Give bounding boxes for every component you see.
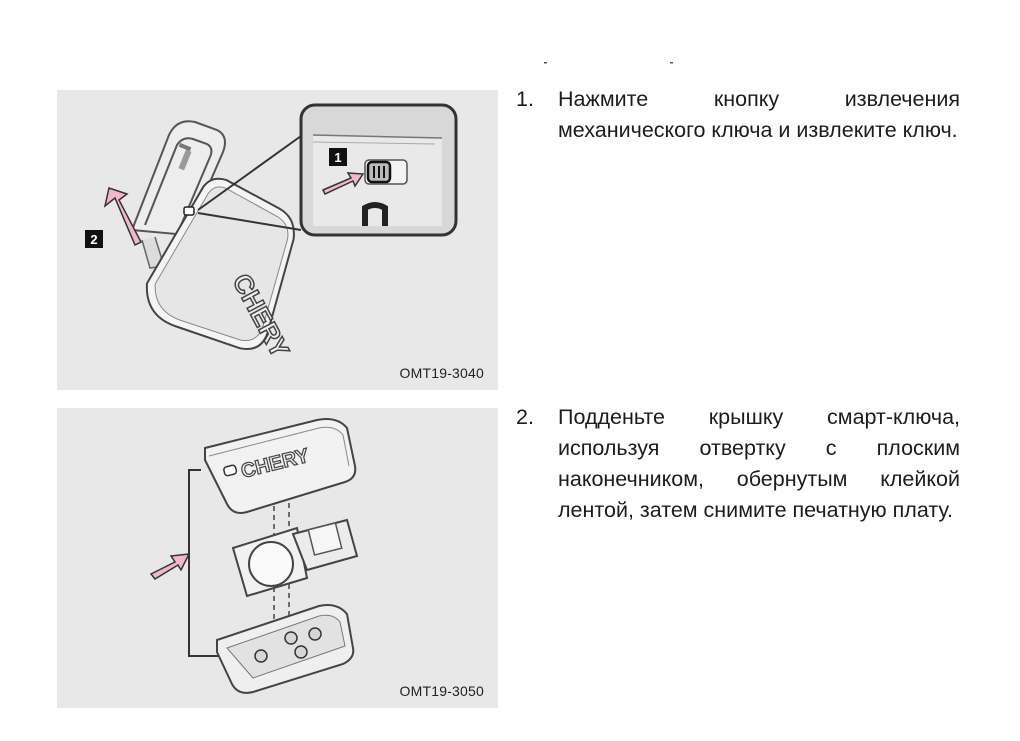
figure-id: OMT19-3050 [399,683,484,699]
disassembly-illustration: CHERY [149,418,359,694]
battery-holder-and-board [231,518,359,598]
callout-2-box [85,230,103,248]
button-detail-inset: 1 [299,103,458,237]
step-text: Нажмите кнопку извлечения механического … [558,87,960,142]
smart-key-base [216,604,355,694]
instruction-step-2: 2. Подденьте крышку смарт-ключа, использ… [516,402,960,526]
figure-remove-circuit-board: CHERY OMT19-3050 [57,408,498,708]
mechanical-key [130,120,226,269]
step-number: 1. [516,87,534,111]
callout-1: 1 [334,150,341,165]
smart-key-cover: CHERY [204,418,357,514]
key-removal-illustration: CHERY 2 1 [85,103,458,363]
page-fragment-marks [544,62,673,64]
arrow-icon [103,187,143,247]
lock-icon [366,160,392,184]
step-text: Подденьте крышку смарт-ключа, используя … [558,405,960,522]
figure-remove-mechanical-key: CHERY 2 1 OMT19-3040 [57,90,498,390]
callout-1-box [329,148,347,166]
arrow-icon [149,553,191,580]
instruction-step-1: 1. Нажмите кнопку извлечения механическо… [516,84,960,146]
step-number: 2. [516,405,534,429]
figure-id: OMT19-3040 [399,365,484,381]
arrow-icon [321,172,365,195]
callout-2: 2 [90,232,97,247]
